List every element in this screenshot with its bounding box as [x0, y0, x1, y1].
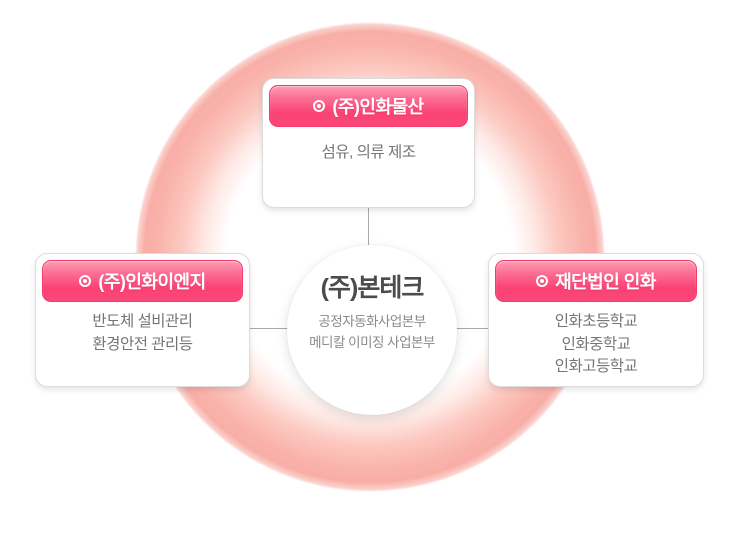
node-title: (주)인화물산: [332, 97, 424, 117]
node-body-line: 환경안전 관리등: [92, 335, 193, 353]
center-node-subtitle-line: 메디칼 이미징 사업본부: [309, 335, 435, 350]
node-body-line: 섬유, 의류 제조: [321, 144, 416, 161]
node-body-line: 인화고등학교: [554, 358, 638, 375]
node-header-inhwa-eng: (주)인화이엔지: [42, 260, 243, 302]
node-header-inhwa-foundation: 재단법인 인화: [495, 260, 697, 302]
node-body: 반도체 설비관리 환경안전 관리등: [42, 302, 243, 356]
node-title: (주)인화이엔지: [98, 272, 206, 292]
center-node-bontech: (주)본테크 공정자동화사업본부 메디칼 이미징 사업본부: [287, 245, 457, 415]
bullet-circle-icon: [536, 275, 549, 287]
center-node-title: (주)본테크: [320, 274, 425, 302]
node-body-line: 인화초등학교: [554, 313, 638, 330]
node-card-inhwa-eng: (주)인화이엔지 반도체 설비관리 환경안전 관리등: [35, 253, 250, 387]
node-body: 섬유, 의류 제조: [269, 127, 468, 165]
connector-top: [368, 208, 369, 245]
node-body-line: 반도체 설비관리: [92, 313, 193, 330]
connector-right: [456, 328, 488, 329]
node-card-inhwa-mulsan: (주)인화물산 섬유, 의류 제조: [262, 78, 475, 208]
node-body: 인화초등학교 인화중학교 인화고등학교: [495, 302, 697, 379]
connector-left: [250, 328, 288, 329]
bullet-circle-icon: [313, 100, 326, 112]
center-node-subtitle-line: 공정자동화사업본부: [318, 314, 426, 329]
node-body-line: 인화중학교: [561, 335, 631, 353]
node-header-inhwa-mulsan: (주)인화물산: [269, 85, 468, 127]
bullet-circle-icon: [79, 275, 92, 287]
node-title: 재단법인 인화: [555, 272, 656, 292]
node-card-inhwa-foundation: 재단법인 인화 인화초등학교 인화중학교 인화고등학교: [488, 253, 704, 387]
